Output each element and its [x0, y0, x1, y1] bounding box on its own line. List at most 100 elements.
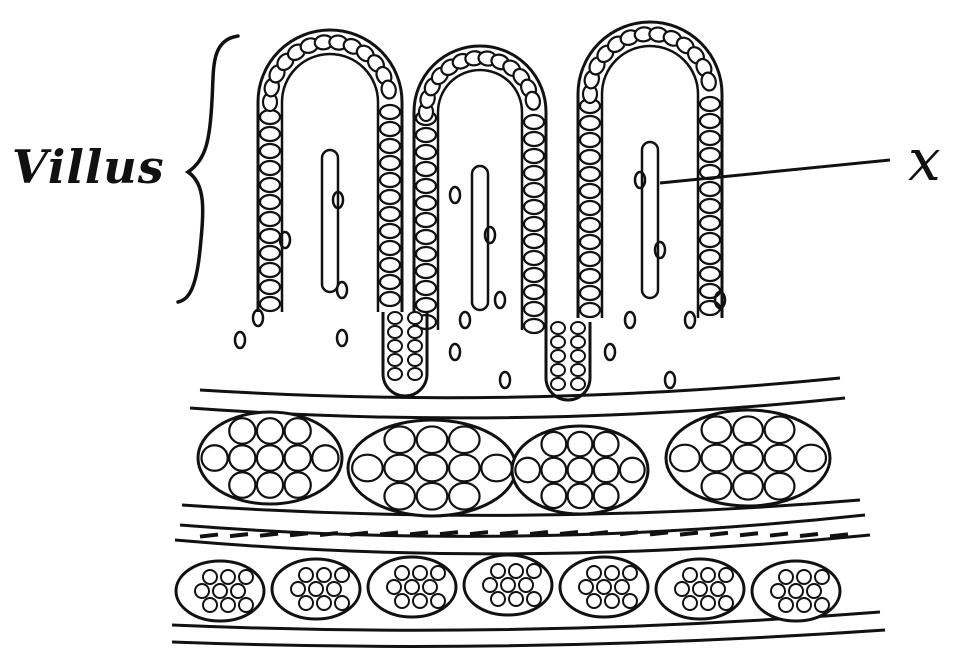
muscle-nucleus-dash: [320, 533, 338, 535]
nucleus: [253, 310, 263, 326]
crypt-cell: [571, 378, 585, 390]
muscle-nucleus-dash: [290, 533, 308, 535]
epithelial-cell: [580, 303, 600, 317]
epithelial-cell: [416, 247, 436, 261]
muscle-nucleus-dash: [380, 532, 398, 534]
epithelial-cell: [380, 224, 400, 238]
epithelial-cell: [524, 200, 544, 214]
epithelial-cell: [380, 241, 400, 255]
epithelial-cell: [580, 235, 600, 249]
crypt-cell: [551, 350, 565, 362]
epithelial-cell: [380, 275, 400, 289]
epithelial-cell: [416, 145, 436, 159]
villi-layer: [258, 22, 722, 400]
epithelial-cell: [416, 179, 436, 193]
muscle-nucleus-dash: [830, 534, 848, 536]
muscle-nucleus-dash: [710, 533, 728, 535]
epithelial-cell: [580, 167, 600, 181]
epithelial-cell: [524, 285, 544, 299]
epithelial-cell: [260, 195, 280, 209]
membrane-line: [180, 515, 865, 536]
villus-2: [414, 46, 546, 333]
bundle-outline: [368, 557, 456, 617]
epithelial-cell: [416, 298, 436, 312]
crypt-cell: [408, 312, 422, 324]
muscle-bundle-lower-3: [368, 557, 456, 617]
bundle-outline: [752, 561, 840, 621]
muscle-nucleus-dash: [680, 533, 698, 535]
villus-label: Villus: [12, 140, 165, 194]
crypt-cell: [551, 322, 565, 334]
epithelial-cell: [700, 250, 720, 264]
epithelial-cell: [700, 199, 720, 213]
epithelial-cell: [380, 139, 400, 153]
epithelial-cell: [580, 150, 600, 164]
epithelial-cell: [580, 116, 600, 130]
crypt-cell: [408, 354, 422, 366]
epithelial-cell: [416, 230, 436, 244]
membrane-line: [172, 630, 885, 646]
epithelial-cell: [380, 207, 400, 221]
muscle-nucleus-dash: [500, 532, 518, 534]
epithelial-cell: [260, 212, 280, 226]
epithelial-cell: [580, 218, 600, 232]
villus-3: [578, 22, 722, 318]
nucleus: [337, 330, 347, 346]
muscle-bundle-lower-1: [176, 561, 264, 621]
muscle-nucleus-dash: [200, 535, 218, 537]
bundle-outline: [176, 561, 264, 621]
muscle-nucleus-dash: [740, 533, 758, 535]
epithelial-cell: [380, 258, 400, 272]
nucleus: [450, 344, 460, 360]
epithelial-cell: [580, 269, 600, 283]
epithelial-cell: [524, 115, 544, 129]
epithelial-cell: [700, 233, 720, 247]
crypt-cell: [408, 368, 422, 380]
epithelial-cell: [580, 252, 600, 266]
villus-1: [258, 30, 402, 312]
epithelial-cell: [524, 302, 544, 316]
muscle-bundle-upper-4: [666, 410, 830, 506]
epithelial-cell: [260, 144, 280, 158]
muscle-bundle-upper-1: [198, 412, 342, 504]
circular-muscle-layer: [198, 410, 830, 516]
lacteal: [642, 142, 658, 298]
crypt-cell: [571, 336, 585, 348]
membrane-line: [175, 535, 870, 554]
muscle-bundle-lower-6: [656, 559, 744, 619]
epithelial-cell: [524, 251, 544, 265]
epithelial-cell: [416, 281, 436, 295]
crypt-cell: [388, 368, 402, 380]
bundle-outline: [666, 410, 830, 506]
nucleus: [625, 312, 635, 328]
nucleus: [605, 344, 615, 360]
epithelial-cell: [580, 201, 600, 215]
epithelial-cell: [380, 190, 400, 204]
epithelial-cell: [580, 184, 600, 198]
crypt-cell: [551, 378, 565, 390]
epithelial-cell: [380, 122, 400, 136]
epithelial-cell: [524, 149, 544, 163]
bundle-outline: [272, 559, 360, 619]
epithelial-cell: [260, 161, 280, 175]
muscle-nucleus-dash: [230, 534, 248, 536]
epithelial-cell: [380, 105, 400, 119]
epithelial-cell: [700, 182, 720, 196]
muscle-nucleus-dash: [530, 532, 548, 534]
muscle-nucleus-dash: [470, 532, 488, 534]
nucleus: [500, 372, 510, 388]
epithelial-cell: [416, 264, 436, 278]
muscle-bundle-lower-5: [560, 557, 648, 617]
epithelial-cell: [380, 156, 400, 170]
muscle-nucleus-dash: [410, 532, 428, 534]
epithelial-cell: [524, 268, 544, 282]
epithelial-cell: [524, 132, 544, 146]
bundle-outline: [512, 426, 648, 514]
muscle-nucleus-dash: [770, 534, 788, 536]
epithelial-cell: [524, 319, 544, 333]
bundle-outline: [560, 557, 648, 617]
muscle-bundle-lower-2: [272, 559, 360, 619]
bundle-outline: [464, 555, 552, 615]
x-label: x: [908, 126, 941, 194]
